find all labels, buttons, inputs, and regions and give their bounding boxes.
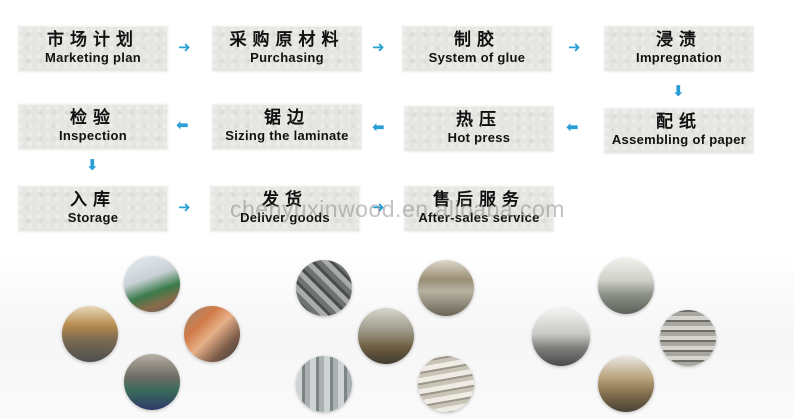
arrow-right-icon: ➜ <box>178 39 191 56</box>
step-zh-label: 制胶 <box>454 30 500 49</box>
arrow-down-icon: ⬇ <box>672 83 685 100</box>
step-hot-press: 热压 Hot press <box>404 106 554 152</box>
step-purchasing: 采购原材料 Purchasing <box>212 26 362 72</box>
arrow-right-icon: ➜ <box>372 39 385 56</box>
step-zh-label: 发货 <box>262 190 308 209</box>
step-marketing-plan: 市场计划 Marketing plan <box>18 26 168 72</box>
step-en-label: Purchasing <box>250 50 324 65</box>
step-en-label: Hot press <box>447 130 511 145</box>
press-machine-photo <box>418 260 474 316</box>
step-zh-label: 售后服务 <box>433 190 525 209</box>
pattern-sheets-photo <box>296 260 352 316</box>
step-deliver-goods: 发货 Deliver goods <box>210 186 360 232</box>
step-zh-label: 锯边 <box>264 108 310 127</box>
hall-interior-photo <box>532 308 590 366</box>
step-zh-label: 检验 <box>70 108 116 127</box>
step-en-label: Impregnation <box>636 50 722 65</box>
step-en-label: System of glue <box>428 50 526 65</box>
arrow-left-icon: ⬅ <box>176 117 189 134</box>
board-stacks-photo <box>418 356 474 412</box>
laminate-stack-photo <box>184 306 240 362</box>
step-zh-label: 入库 <box>70 190 116 209</box>
arrow-down-icon: ⬇ <box>86 157 99 174</box>
step-en-label: Assembling of paper <box>611 132 747 147</box>
arrow-right-icon: ➜ <box>568 39 581 56</box>
step-en-label: Deliver goods <box>240 210 330 225</box>
step-inspection: 检验 Inspection <box>18 104 168 150</box>
storage-hall-photo <box>598 258 654 314</box>
step-en-label: Marketing plan <box>45 50 141 65</box>
step-zh-label: 采购原材料 <box>229 30 345 49</box>
warehouse-floor-photo <box>124 354 180 410</box>
arrow-left-icon: ⬅ <box>372 119 385 136</box>
step-impregnation: 浸渍 Impregnation <box>604 26 754 72</box>
step-storage: 入库 Storage <box>18 186 168 232</box>
step-en-label: Sizing the laminate <box>225 128 349 143</box>
step-en-label: Inspection <box>58 128 127 143</box>
step-zh-label: 浸渍 <box>656 30 702 49</box>
factory-exterior-photo <box>124 256 180 312</box>
watermark-text: chenyuxinwood.en.alibaba.com <box>230 196 565 222</box>
workshop-photo <box>358 308 414 364</box>
step-assembling-of-paper: 配纸 Assembling of paper <box>604 108 754 154</box>
production-line-photo <box>62 306 118 362</box>
arrow-right-icon: ➜ <box>372 199 385 216</box>
step-zh-label: 热压 <box>456 110 502 129</box>
arrow-right-icon: ➜ <box>178 199 191 216</box>
metal-frames-photo <box>296 356 352 412</box>
arrow-left-icon: ⬅ <box>566 119 579 136</box>
rack-machine-photo <box>660 310 716 366</box>
step-after-sales-service: 售后服务 After-sales service <box>404 186 554 232</box>
storage-racks-photo <box>598 356 654 412</box>
step-en-label: After-sales service <box>418 210 540 225</box>
step-system-of-glue: 制胶 System of glue <box>402 26 552 72</box>
step-en-label: Storage <box>67 210 119 225</box>
step-zh-label: 市场计划 <box>47 30 139 49</box>
step-zh-label: 配纸 <box>656 112 702 131</box>
step-sizing-the-laminate: 锯边 Sizing the laminate <box>212 104 362 150</box>
